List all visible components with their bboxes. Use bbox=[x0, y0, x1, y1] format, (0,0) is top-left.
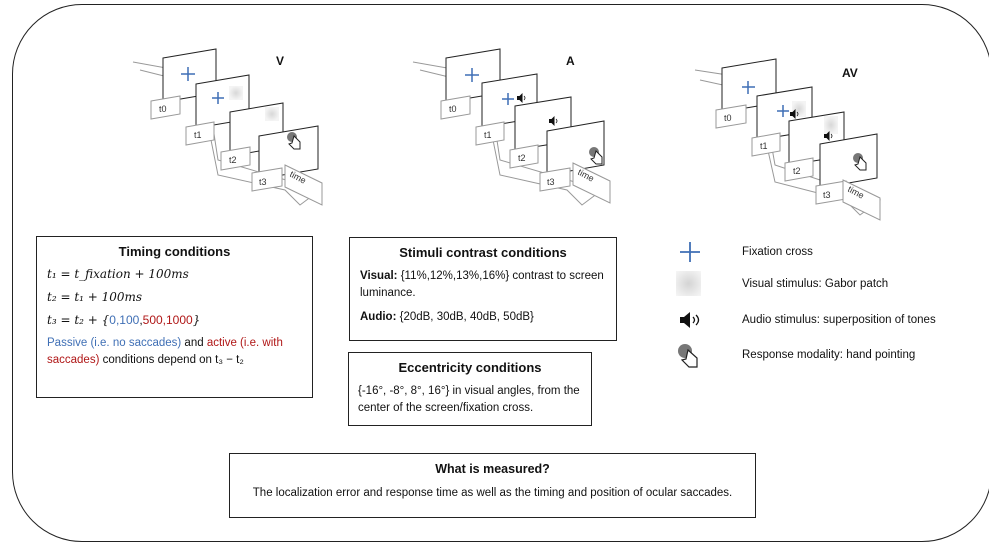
frame-t3: t3 time bbox=[251, 125, 323, 206]
condition-label-av: AV bbox=[842, 66, 858, 80]
active-note: active (i.e. with saccades) bbox=[47, 337, 283, 366]
timing-note: Passive (i.e. no saccades) and active (i… bbox=[47, 335, 302, 369]
legend-visual: Visual stimulus: Gabor patch bbox=[742, 278, 889, 290]
diagram-av: t0 t1 t2 t3 time bbox=[694, 58, 882, 221]
t1-label: t1 bbox=[760, 141, 768, 151]
eq3-suffix: } bbox=[192, 313, 201, 327]
hand-pointing-icon bbox=[678, 344, 698, 368]
frame-t3: t3 time bbox=[815, 133, 881, 221]
visual-key: Visual: bbox=[360, 270, 398, 282]
eq3-prefix: t₃ = t₂ + { bbox=[47, 313, 110, 327]
audio-values: {20dB, 30dB, 40dB, 50dB} bbox=[396, 311, 534, 323]
condition-label-a: A bbox=[566, 54, 575, 68]
t0-label: t0 bbox=[449, 104, 457, 114]
diagram-v: t0 t1 t2 t3 time bbox=[132, 48, 323, 206]
measured-title: What is measured? bbox=[435, 462, 550, 476]
note-end: conditions depend on t₃ − t₂ bbox=[99, 354, 244, 366]
visual-values: {11%,12%,13%,16%} contrast to screen lum… bbox=[360, 270, 604, 299]
t2-label: t2 bbox=[229, 155, 237, 165]
t0-label: t0 bbox=[159, 104, 167, 114]
t3-label: t3 bbox=[823, 190, 831, 200]
t2-label: t2 bbox=[518, 153, 526, 163]
gabor-patch-icon bbox=[676, 271, 701, 296]
passive-note: Passive (i.e. no saccades) bbox=[47, 337, 182, 349]
note-and: and bbox=[181, 337, 207, 349]
eq3-passive-values: 0,100 bbox=[109, 313, 140, 327]
t1-label: t1 bbox=[484, 130, 492, 140]
legend-fixation: Fixation cross bbox=[742, 246, 813, 258]
t2-label: t2 bbox=[793, 166, 801, 176]
timing-conditions-box: Timing conditions t₁ = t_fixation + 100m… bbox=[36, 236, 313, 398]
frame-t3: t3 time bbox=[539, 120, 611, 204]
speaker-icon bbox=[680, 312, 700, 328]
contrast-visual: Visual: {11%,12%,13%,16%} contrast to sc… bbox=[360, 268, 606, 302]
condition-label-v: V bbox=[276, 54, 285, 68]
t1-label: t1 bbox=[194, 130, 202, 140]
t3-label: t3 bbox=[547, 177, 555, 187]
contrast-conditions-box: Stimuli contrast conditions Visual: {11%… bbox=[349, 237, 617, 341]
eccentricity-text: {-16°, -8°, 8°, 16°} in visual angles, f… bbox=[358, 385, 580, 414]
t0-label: t0 bbox=[724, 113, 732, 123]
diagram-a: t0 t1 t2 t3 time bbox=[412, 48, 611, 206]
eccentricity-conditions-box: Eccentricity conditions {-16°, -8°, 8°, … bbox=[348, 352, 592, 426]
measured-box: What is measured? The localization error… bbox=[229, 453, 756, 518]
trial-diagrams: t0 t1 t2 t3 time bbox=[132, 48, 882, 221]
contrast-audio: Audio: {20dB, 30dB, 40dB, 50dB} bbox=[360, 309, 606, 326]
timing-title: Timing conditions bbox=[118, 244, 231, 259]
eq3-active-values: 500,1000 bbox=[142, 313, 193, 327]
timing-equation-1: t₁ = t_fixation + 100ms bbox=[47, 267, 189, 281]
legend-response: Response modality: hand pointing bbox=[742, 349, 916, 361]
contrast-title: Stimuli contrast conditions bbox=[399, 245, 567, 260]
legend-audio: Audio stimulus: superposition of tones bbox=[742, 314, 936, 326]
measured-text: The localization error and response time… bbox=[252, 487, 733, 499]
t3-label: t3 bbox=[259, 177, 267, 187]
eccentricity-title: Eccentricity conditions bbox=[398, 360, 542, 375]
timing-equation-2: t₂ = t₁ + 100ms bbox=[47, 290, 143, 304]
plus-icon bbox=[680, 242, 700, 262]
timing-equation-3: t₃ = t₂ + {0,100,500,1000} bbox=[47, 313, 201, 327]
audio-key: Audio: bbox=[360, 311, 397, 323]
